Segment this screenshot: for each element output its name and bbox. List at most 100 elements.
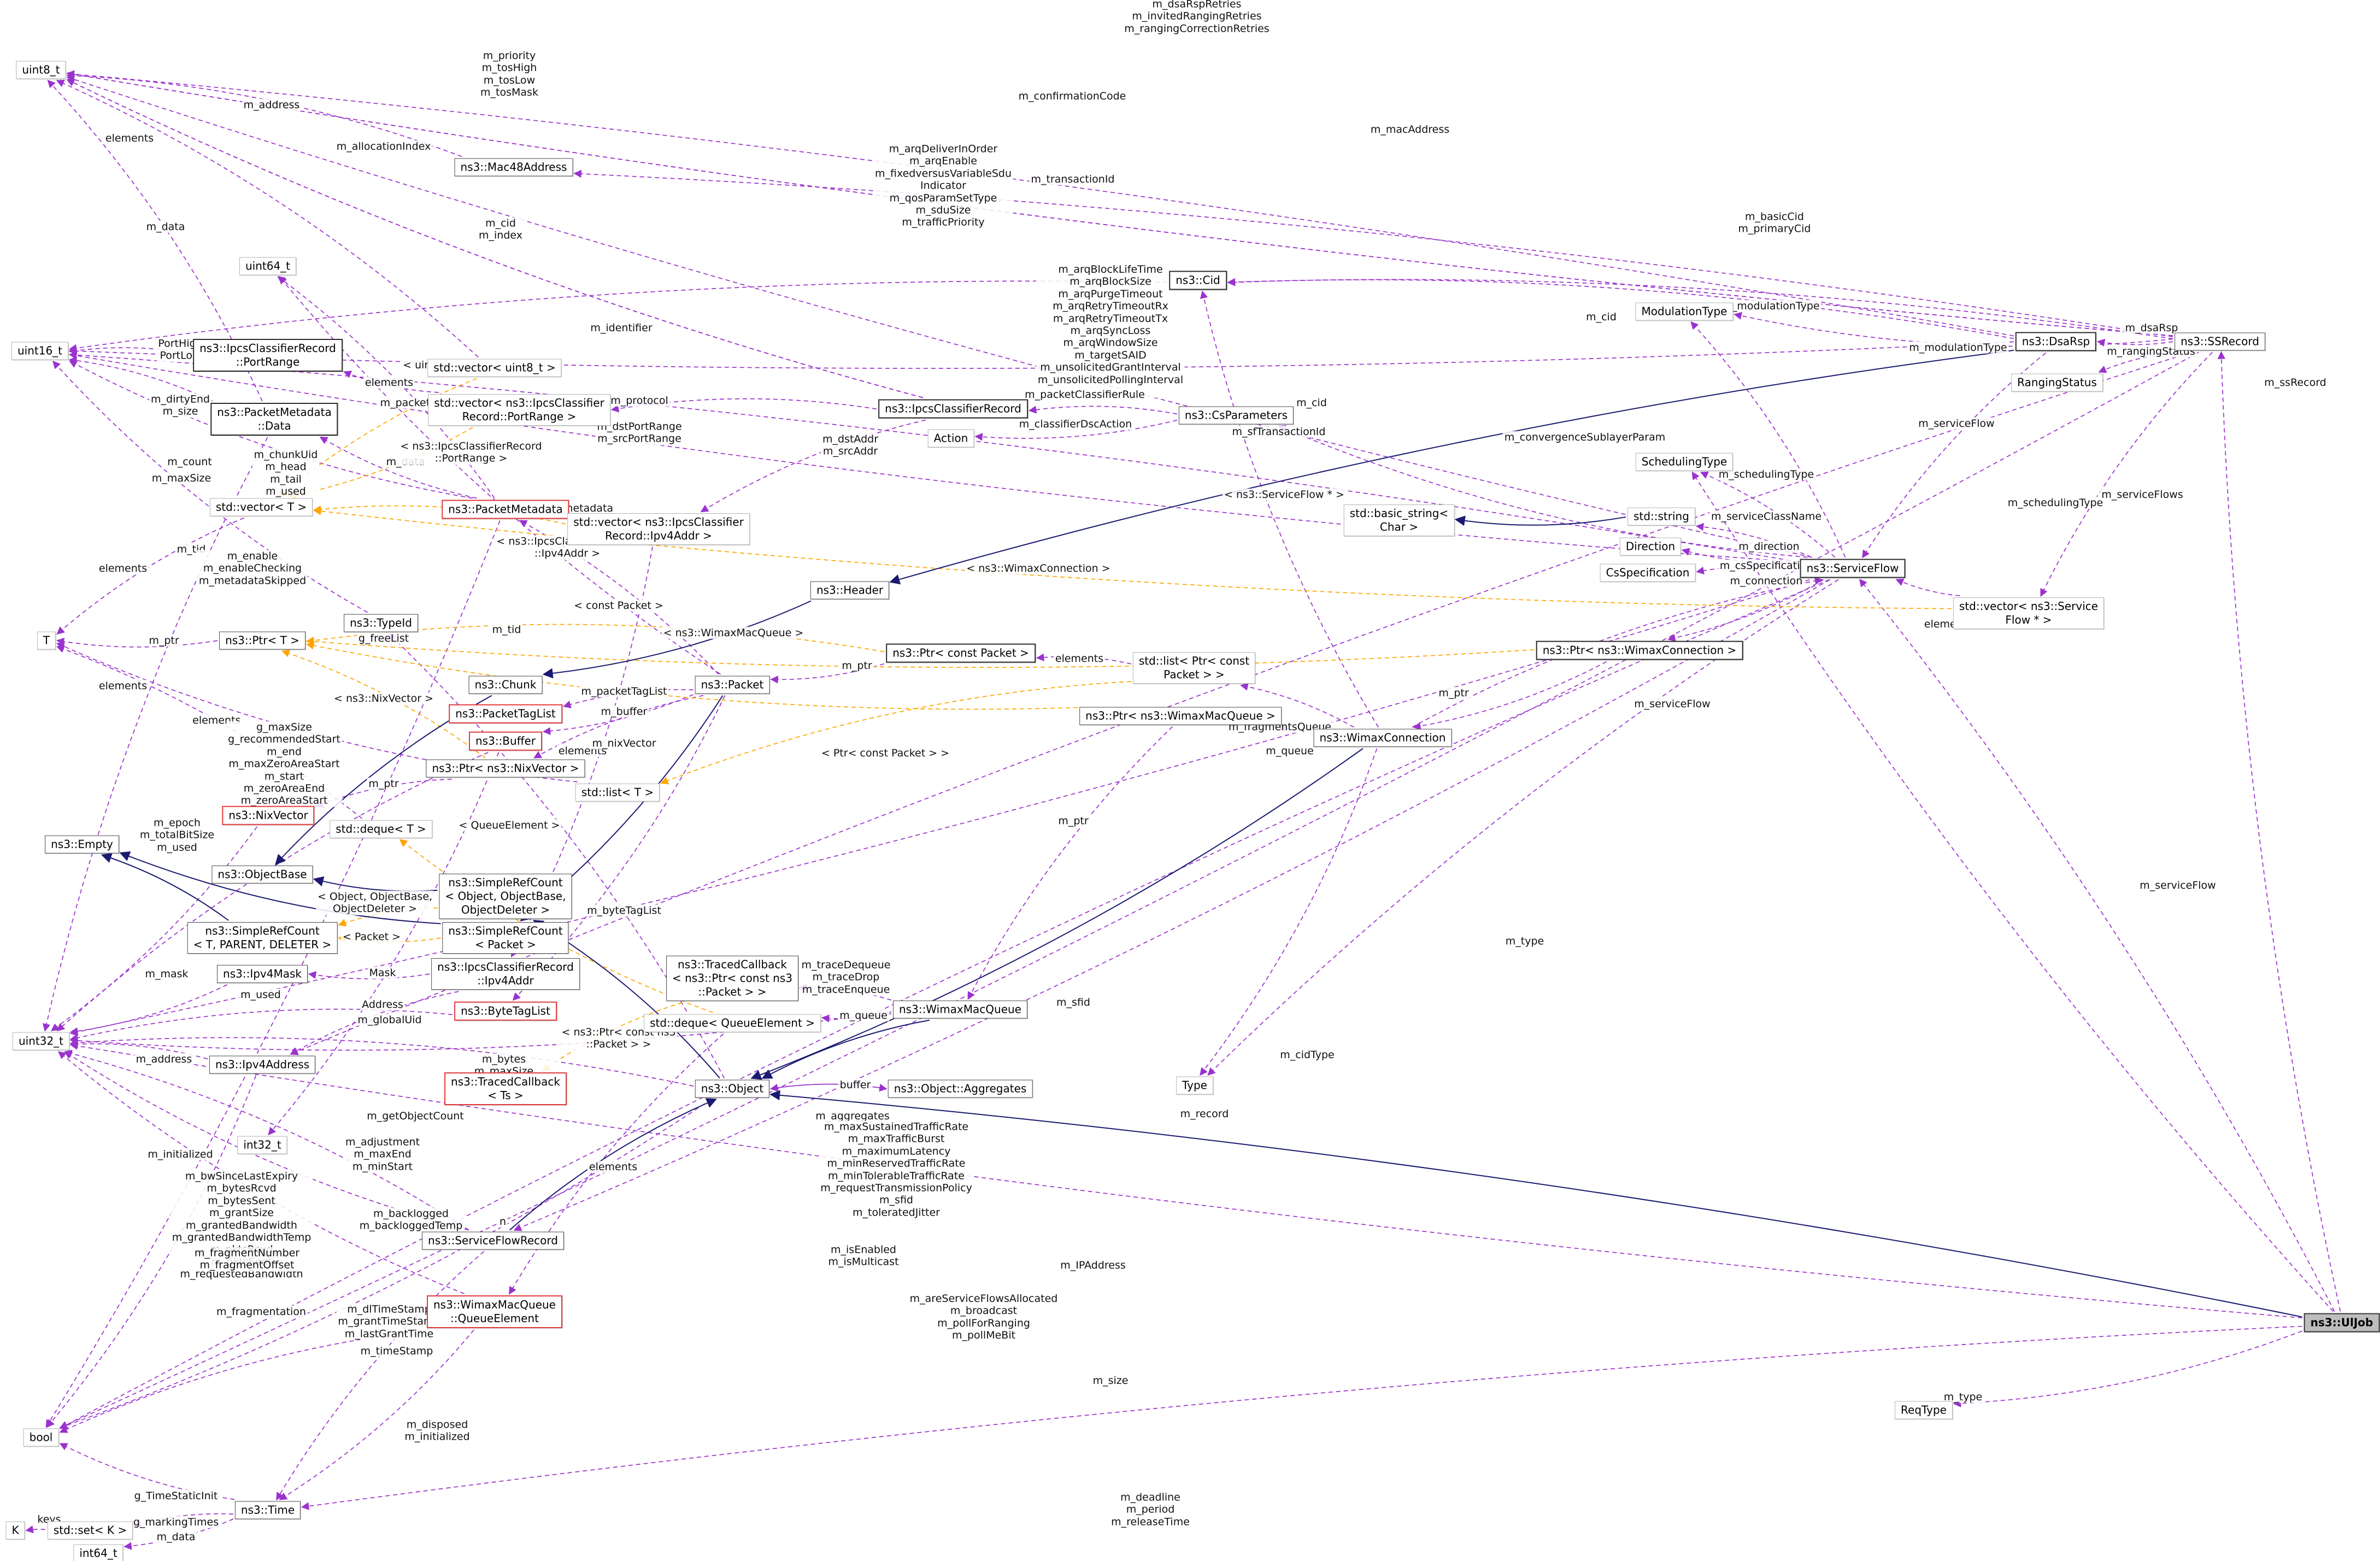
node-tcTs[interactable]: ns3::TracedCallback < Ts > xyxy=(444,1072,567,1105)
node-uint8[interactable]: uint8_t xyxy=(16,61,66,79)
node-portrange[interactable]: ns3::IpcsClassifierRecord ::PortRange xyxy=(193,339,343,372)
node-ipcsipv4addr[interactable]: ns3::IpcsClassifierRecord ::Ipv4Addr xyxy=(431,958,580,990)
node-ptrwimaxconn[interactable]: ns3::Ptr< ns3::WimaxConnection > xyxy=(1536,641,1743,660)
node-tcPtr[interactable]: ns3::TracedCallback < ns3::Ptr< const ns… xyxy=(666,955,798,1001)
edge-ipcsrec-vecportrange xyxy=(610,398,877,413)
node-reqtype[interactable]: ReqType xyxy=(1895,1401,1953,1419)
node-dsarsp[interactable]: ns3::DsaRsp xyxy=(2015,332,2097,351)
node-uint16[interactable]: uint16_t xyxy=(11,342,69,360)
node-csparams[interactable]: ns3::CsParameters xyxy=(1178,406,1294,425)
node-aggregates[interactable]: ns3::Object::Aggregates xyxy=(888,1079,1033,1098)
node-ipv4addr[interactable]: ns3::Ipv4Address xyxy=(209,1055,316,1074)
node-wmq[interactable]: ns3::WimaxMacQueue xyxy=(893,1000,1027,1019)
edge-srcPacket-empty xyxy=(119,851,441,924)
node-vecu8[interactable]: std::vector< uint8_t > xyxy=(427,359,562,377)
node-ptrnix[interactable]: ns3::Ptr< ns3::NixVector > xyxy=(426,759,585,778)
edge-wimaxconn-object xyxy=(750,748,1364,1080)
edge-packet-buffer xyxy=(542,694,694,735)
node-ptrconstpacket[interactable]: ns3::Ptr< const Packet > xyxy=(886,643,1036,663)
node-header[interactable]: ns3::Header xyxy=(810,581,890,600)
node-int32[interactable]: int32_t xyxy=(237,1136,287,1154)
node-nixvec[interactable]: ns3::NixVector xyxy=(222,806,315,825)
node-wimaxconn[interactable]: ns3::WimaxConnection xyxy=(1313,729,1452,747)
edge-dequeQE-qe xyxy=(509,1033,724,1295)
node-ptrT[interactable]: ns3::Ptr< T > xyxy=(219,631,305,650)
node-vecportrange[interactable]: std::vector< ns3::IpcsClassifier Record:… xyxy=(428,394,610,426)
node-qe[interactable]: ns3::WimaxMacQueue ::QueueElement xyxy=(427,1295,562,1328)
node-object[interactable]: ns3::Object xyxy=(695,1079,770,1098)
node-action[interactable]: Action xyxy=(927,429,974,448)
node-buffer[interactable]: ns3::Buffer xyxy=(469,731,542,751)
node-srcPacket[interactable]: ns3::SimpleRefCount < Packet > xyxy=(442,922,569,954)
edge-serviceflow-modtype xyxy=(1690,321,1846,558)
edge-packet-ptrnix xyxy=(533,695,704,759)
node-uint64[interactable]: uint64_t xyxy=(239,257,297,275)
node-int64[interactable]: int64_t xyxy=(73,1544,124,1561)
node-packet[interactable]: ns3::Packet xyxy=(695,676,770,694)
node-chunk[interactable]: ns3::Chunk xyxy=(468,676,543,694)
node-schedtype[interactable]: SchedulingType xyxy=(1635,453,1733,471)
node-bool[interactable]: bool xyxy=(23,1428,59,1447)
node-srcObj[interactable]: ns3::SimpleRefCount < Object, ObjectBase… xyxy=(439,873,572,919)
edge-ipcsrec-uint8 xyxy=(66,79,924,398)
node-K[interactable]: K xyxy=(5,1521,25,1540)
edge-object-bool xyxy=(59,1099,712,1429)
node-time[interactable]: ns3::Time xyxy=(234,1501,301,1519)
edge-srcObj-objbase xyxy=(313,876,438,892)
edge-qe-uint32 xyxy=(58,1051,465,1294)
node-basicstring[interactable]: std::basic_string< Char > xyxy=(1343,504,1455,536)
edge-wmq-tcPtr xyxy=(798,983,892,1001)
edge-vecsf-serviceflow xyxy=(1895,578,1960,596)
node-stdstring[interactable]: std::string xyxy=(1627,507,1695,526)
edge-csparams-action xyxy=(974,419,1178,441)
edge-serviceflow-bool xyxy=(59,579,1830,1429)
node-typeid[interactable]: ns3::TypeId xyxy=(344,614,418,632)
node-ssrecord[interactable]: ns3::SSRecord xyxy=(2175,332,2265,351)
node-serviceflow[interactable]: ns3::ServiceFlow xyxy=(1800,559,1906,578)
node-listT[interactable]: std::list< T > xyxy=(575,783,660,802)
node-mac48[interactable]: ns3::Mac48Address xyxy=(454,158,573,177)
node-packetmeta[interactable]: ns3::PacketMetadata xyxy=(442,500,569,519)
edge-serviceflow-uint32 xyxy=(69,579,1810,1036)
node-srcTPD[interactable]: ns3::SimpleRefCount < T, PARENT, DELETER… xyxy=(187,922,338,954)
edge-ssrecord-mac48 xyxy=(573,169,2173,338)
node-objbase[interactable]: ns3::ObjectBase xyxy=(211,865,313,884)
node-T[interactable]: T xyxy=(37,631,56,650)
node-ipcsrec[interactable]: ns3::IpcsClassifierRecord xyxy=(878,399,1028,419)
edge-ssrecord-vecsf xyxy=(2040,351,2213,597)
node-setk[interactable]: std::set< K > xyxy=(47,1521,133,1540)
node-vecsf[interactable]: std::vector< ns3::Service Flow * > xyxy=(1953,597,2105,629)
edge-ipv4mask-uint32 xyxy=(69,984,228,1035)
node-modtype[interactable]: ModulationType xyxy=(1635,302,1733,321)
node-cid[interactable]: ns3::Cid xyxy=(1169,271,1227,290)
node-ipv4mask[interactable]: ns3::Ipv4Mask xyxy=(217,965,308,983)
edge-buffer-int32 xyxy=(268,752,499,1136)
node-uint32[interactable]: uint32_t xyxy=(12,1032,70,1051)
node-vect[interactable]: std::vector< T > xyxy=(209,498,313,517)
node-ptl[interactable]: ns3::PacketTagList xyxy=(449,704,562,724)
node-direction[interactable]: Direction xyxy=(1619,537,1682,556)
node-typebox[interactable]: Type xyxy=(1176,1076,1213,1095)
node-dequeT[interactable]: std::deque< T > xyxy=(330,820,432,838)
edge-qe-bool xyxy=(59,1329,430,1433)
edge-bytetaglist-uint32 xyxy=(69,1008,453,1042)
edge-serviceflow-uint16 xyxy=(68,351,1799,562)
node-rangingstatus[interactable]: RangingStatus xyxy=(2011,373,2103,392)
edge-listptr-listT xyxy=(660,681,1132,784)
edge-ipcsipv4addr-ipv4mask xyxy=(308,971,430,979)
node-dequeQE[interactable]: std::deque< QueueElement > xyxy=(644,1014,821,1032)
node-ptrwmq[interactable]: ns3::Ptr< ns3::WimaxMacQueue > xyxy=(1079,707,1282,725)
edge-wmq-object xyxy=(761,1019,930,1079)
node-csspec[interactable]: CsSpecification xyxy=(1600,564,1696,582)
node-sfrecord[interactable]: ns3::ServiceFlowRecord xyxy=(422,1231,564,1250)
node-empty[interactable]: ns3::Empty xyxy=(45,835,119,854)
node-uljob[interactable]: ns3::UlJob xyxy=(2303,1313,2380,1333)
node-pmdata[interactable]: ns3::PacketMetadata ::Data xyxy=(210,403,338,436)
node-bytetaglist[interactable]: ns3::ByteTagList xyxy=(454,1001,557,1021)
edge-vecu8-uint8 xyxy=(56,79,479,358)
node-listptr[interactable]: std::list< Ptr< const Packet > > xyxy=(1132,652,1256,684)
node-vecipv4addr[interactable]: std::vector< ns3::IpcsClassifier Record:… xyxy=(567,513,750,545)
edge-packetmeta-uint16 xyxy=(69,360,473,499)
edge-wimaxconn-typebox xyxy=(1200,748,1378,1076)
